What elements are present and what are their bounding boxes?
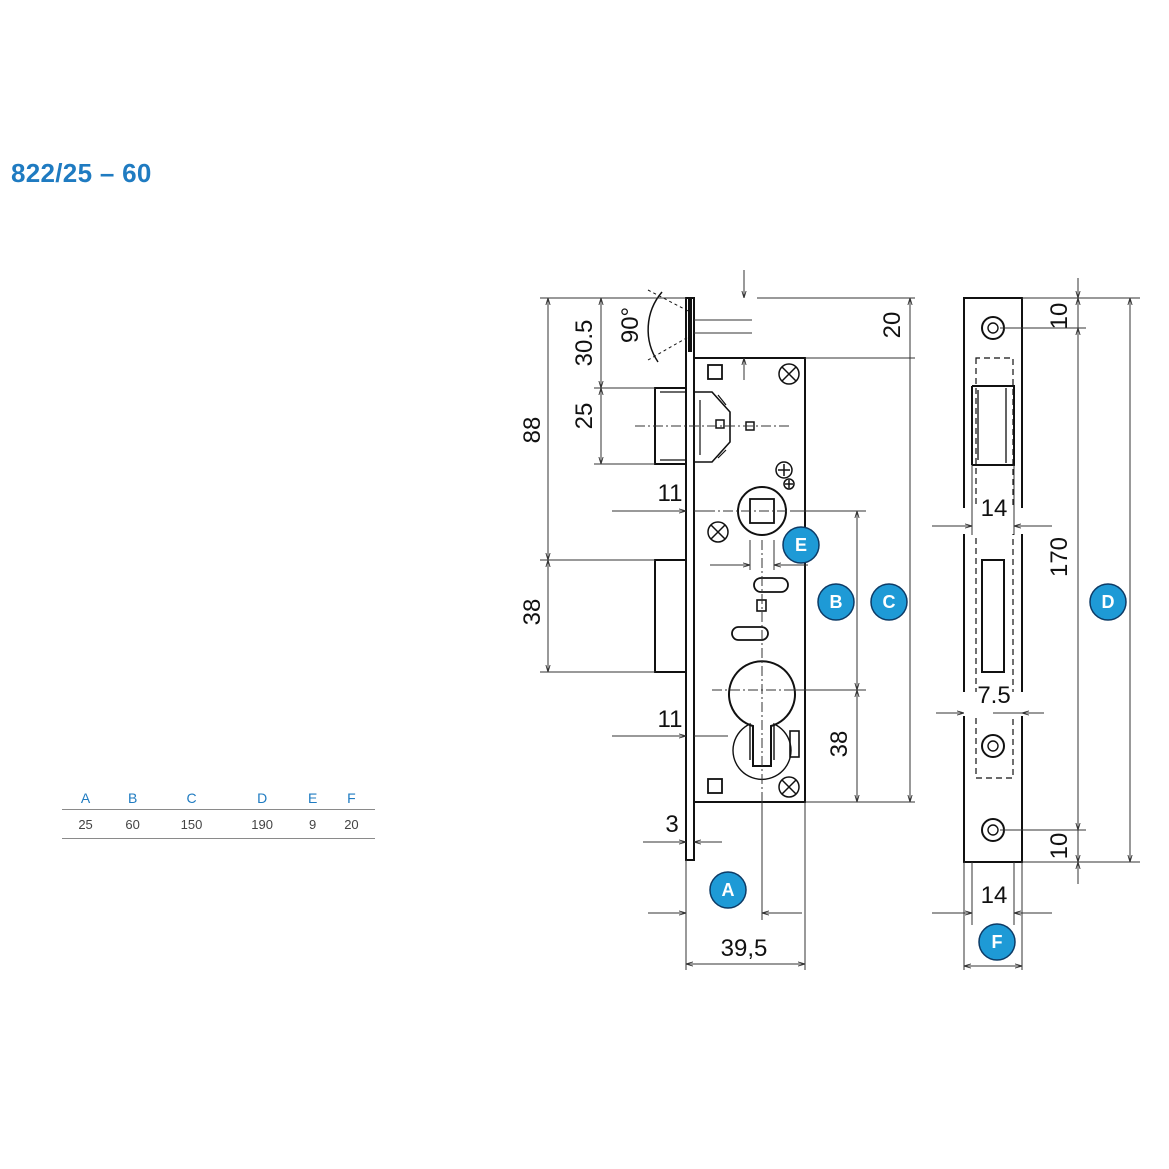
dim-11-bottom: 11	[658, 706, 683, 733]
badge-a: A	[709, 871, 747, 909]
dim-170: 170	[1046, 537, 1073, 577]
cell-a: 25	[62, 809, 110, 839]
col-header-d: D	[226, 787, 298, 810]
dim-11-top: 11	[658, 480, 683, 507]
table-row: 25 60 150 190 9 20	[62, 809, 375, 839]
svg-text:C: C	[883, 592, 896, 612]
col-header-a: A	[62, 787, 110, 810]
cylinder-profile	[728, 660, 796, 767]
table-header-row: A B C D E F	[62, 787, 375, 810]
faceplate	[685, 297, 695, 861]
dim-90-degrees: 90°	[617, 307, 644, 343]
dim-88: 88	[519, 417, 546, 444]
dim-3: 3	[665, 811, 678, 838]
dim-7-5: 7.5	[977, 682, 1010, 709]
product-title: 822/25 – 60	[11, 158, 152, 188]
dimension-badges: A B C D E F	[709, 526, 1127, 961]
dim-14-bottom: 14	[981, 882, 1008, 909]
dimension-table: A B C D E F 25 60 150 190 9 20	[62, 787, 375, 839]
dim-38-right: 38	[826, 731, 853, 758]
badge-f: F	[978, 923, 1016, 961]
dim-39-5: 39,5	[721, 935, 768, 962]
lock-case	[693, 357, 806, 803]
dim-10-top: 10	[1046, 303, 1073, 330]
col-header-e: E	[297, 787, 328, 810]
cell-c: 150	[156, 809, 227, 839]
svg-text:D: D	[1102, 592, 1115, 612]
badge-c: C	[870, 583, 908, 621]
svg-text:E: E	[795, 535, 807, 555]
dim-20: 20	[879, 312, 906, 339]
strike-dimension-lines	[932, 278, 1140, 970]
cell-e: 9	[297, 809, 328, 839]
col-header-c: C	[156, 787, 227, 810]
dim-38-left: 38	[519, 599, 546, 626]
svg-text:F: F	[992, 932, 1003, 952]
centerlines	[635, 425, 792, 800]
cell-f: 20	[327, 809, 375, 839]
badge-e: E	[782, 526, 820, 564]
swing-arc	[647, 291, 663, 363]
dim-10-bottom: 10	[1046, 833, 1073, 860]
cell-d: 190	[226, 809, 298, 839]
dimension-lines	[540, 270, 915, 970]
cell-b: 60	[109, 809, 157, 839]
deadbolt	[654, 559, 687, 673]
strike-plate	[963, 297, 1023, 863]
dim-30-5: 30.5	[571, 320, 598, 367]
lock-body	[647, 289, 806, 861]
col-header-b: B	[109, 787, 157, 810]
dim-25: 25	[571, 403, 598, 430]
dim-14-top: 14	[981, 495, 1008, 522]
dimension-labels: 88 30.5 90° 25 20 11 38 11 38 3 39,5 10 …	[519, 303, 1073, 962]
svg-text:B: B	[830, 592, 843, 612]
badge-d: D	[1089, 583, 1127, 621]
badge-b: B	[817, 583, 855, 621]
col-header-f: F	[327, 787, 375, 810]
svg-text:A: A	[722, 880, 735, 900]
